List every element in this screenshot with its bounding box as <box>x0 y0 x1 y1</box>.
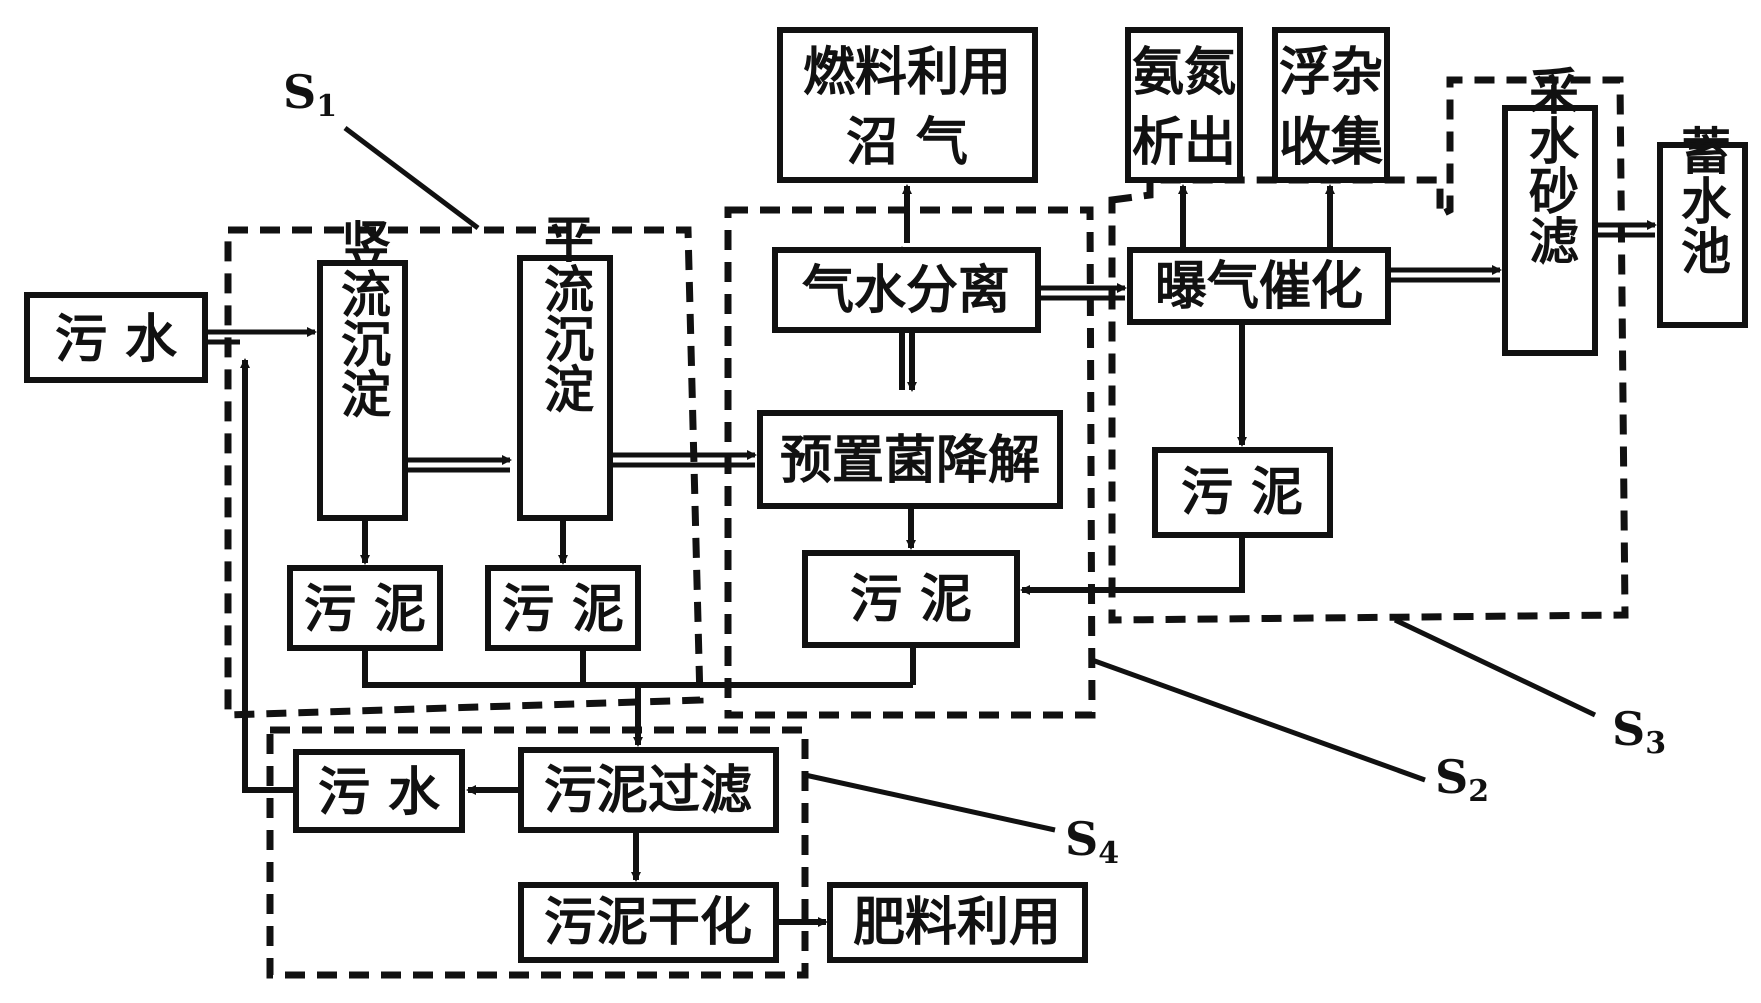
sand-filter-label: 采水砂滤 <box>1521 65 1579 266</box>
node-biogas-fuel: 燃料利用 沼 气 <box>777 27 1038 183</box>
node-sludge-2: 污 泥 <box>485 565 641 651</box>
node-ammonia-release: 氨氮 析出 <box>1125 27 1243 183</box>
node-preset-bacteria: 预置菌降解 <box>757 410 1063 509</box>
node-aeration-catalysis: 曝气催化 <box>1127 247 1391 325</box>
node-reservoir: 蓄水池 <box>1657 125 1748 328</box>
ammonia-release-line2: 析出 <box>1132 113 1236 173</box>
preset-bacteria-label: 预置菌降解 <box>780 431 1040 491</box>
sewage-return-label: 污 水 <box>318 763 441 823</box>
biogas-fuel-line1: 燃料利用 <box>803 43 1011 103</box>
stage-s4-label: S4 <box>1065 812 1119 871</box>
ammonia-release-line1: 氨氮 <box>1132 43 1236 103</box>
stage-s3-label: S3 <box>1612 702 1666 761</box>
stage-labels: S1 S2 S3 S4 <box>283 65 1666 871</box>
node-sludge-4: 污 泥 <box>1152 447 1333 538</box>
node-sewage-in: 污 水 <box>24 292 208 383</box>
sewage-in-label: 污 水 <box>55 310 178 370</box>
node-vertical-settling: 竖流沉淀 <box>317 218 408 521</box>
stage-s4-boundary <box>266 726 809 979</box>
biogas-fuel-line2: 沼 气 <box>846 113 968 173</box>
node-float-collection: 浮杂 收集 <box>1272 27 1390 183</box>
sludge-drying-label: 污泥干化 <box>544 893 752 953</box>
aeration-catalysis-label: 曝气催化 <box>1155 257 1363 317</box>
fertilizer-label: 肥料利用 <box>853 893 1061 953</box>
vertical-settling-label: 竖流沉淀 <box>333 218 391 418</box>
node-sludge-3: 污 泥 <box>802 550 1020 648</box>
sludge-2-label: 污 泥 <box>502 580 624 640</box>
stage-s2-boundary <box>724 206 1096 719</box>
sludge-filter-label: 污泥过滤 <box>544 761 752 821</box>
sludge-1-label: 污 泥 <box>304 580 426 640</box>
node-sewage-return: 污 水 <box>293 749 465 833</box>
node-sludge-drying: 污泥干化 <box>518 882 779 963</box>
horizontal-settling-label: 平流沉淀 <box>536 213 594 413</box>
node-horizontal-settling: 平流沉淀 <box>517 213 613 521</box>
node-sand-filter: 采水砂滤 <box>1502 65 1598 356</box>
reservoir-label: 蓄水池 <box>1673 125 1731 275</box>
stage-s1-label: S1 <box>283 65 337 124</box>
stage-s1-boundary <box>224 226 704 719</box>
float-collection-line2: 收集 <box>1279 113 1383 173</box>
float-collection-line1: 浮杂 <box>1279 43 1383 103</box>
node-fertilizer: 肥料利用 <box>827 882 1088 963</box>
node-sludge-1: 污 泥 <box>287 565 443 651</box>
node-sludge-filter: 污泥过滤 <box>518 747 779 833</box>
stage-s2-label: S2 <box>1435 750 1489 809</box>
gas-water-separation-label: 气水分离 <box>802 261 1010 321</box>
stage-boundaries <box>224 76 1629 979</box>
sludge-4-label: 污 泥 <box>1181 463 1303 523</box>
stage-s3-boundary <box>1108 76 1629 624</box>
sludge-3-label: 污 泥 <box>850 570 972 630</box>
node-gas-water-separation: 气水分离 <box>772 247 1041 333</box>
